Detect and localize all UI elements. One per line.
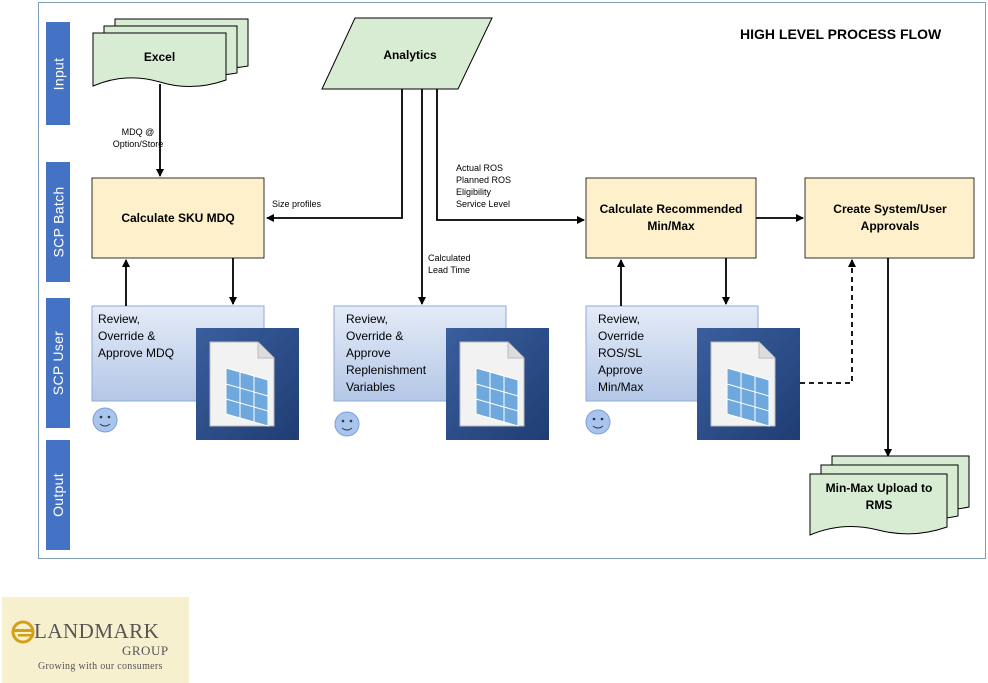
user-step-1-text: Review, Override & Approve MDQ: [98, 312, 175, 360]
approvals-box: [804, 177, 975, 259]
landmark-emblem-icon: [11, 620, 35, 644]
user-step-3-text: Review, Override ROS/SL Approve Min/Max: [598, 312, 645, 394]
approvals-label: Create System/User Approvals: [833, 202, 947, 233]
arrow-analytics-size-profiles: [266, 89, 403, 222]
lane-scp-batch: SCP Batch: [46, 162, 70, 282]
calc-sku-mdq-box: [91, 177, 265, 259]
diagram-title: HIGH LEVEL PROCESS FLOW: [740, 26, 942, 42]
output-document-node: [809, 455, 970, 536]
edge-label-analytics-outputs: Actual ROS Planned ROS Eligibility Servi…: [456, 163, 512, 209]
app-icon: [697, 328, 800, 440]
user-smiley-icon: [92, 407, 118, 433]
logo-name: LANDMARK: [34, 619, 160, 643]
user-smiley-icon: [585, 409, 611, 435]
output-label: Min-Max Upload to RMS: [825, 481, 933, 512]
calc-minmax-box: [585, 177, 757, 259]
excel-label: Excel: [143, 50, 176, 64]
logo-group: GROUP: [122, 643, 169, 658]
edge-label-lead-time: Calculated Lead Time: [428, 253, 471, 275]
analytics-label: Analytics: [383, 48, 437, 62]
arrow-analytics-to-minmax: [436, 89, 585, 224]
calc-minmax-label: Calculate Recommended Min/Max: [599, 202, 743, 233]
user-smiley-icon: [334, 411, 360, 437]
excel-document-node: [92, 18, 249, 88]
landmark-group-logo: LANDMARK GROUP Growing with our consumer…: [2, 597, 189, 683]
calc-sku-mdq-label: Calculate SKU MDQ: [121, 211, 235, 225]
arrow-user3-to-approvals-dashed: [800, 259, 856, 384]
app-icon: [446, 328, 549, 440]
edge-label-mdq: MDQ @ Option/Store: [112, 127, 164, 149]
lane-output: Output: [46, 440, 70, 550]
lane-scp-user: SCP User: [46, 298, 70, 428]
edge-label-size-profiles: Size profiles: [272, 199, 322, 209]
app-icon: [196, 328, 299, 440]
logo-tagline: Growing with our consumers: [38, 661, 163, 672]
diagram-frame: [38, 2, 986, 559]
user-step-2-text: Review, Override & Approve Replenishment…: [346, 312, 427, 394]
lane-input: Input: [46, 22, 70, 125]
analytics-node: [321, 17, 493, 90]
